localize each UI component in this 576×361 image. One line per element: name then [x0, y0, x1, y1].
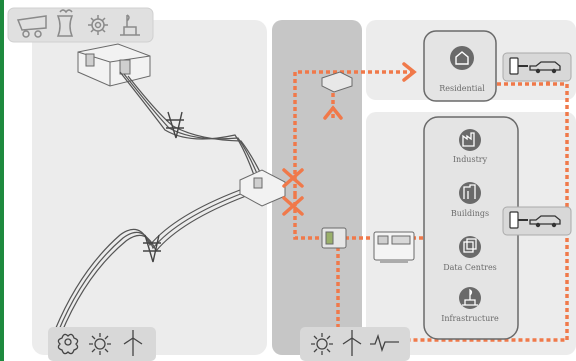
data-centres-label: Data Centres [443, 263, 497, 272]
wind-turbine-icon [123, 330, 143, 356]
sun-icon [311, 333, 333, 355]
car-icon [529, 61, 561, 71]
transmission-lines [54, 71, 262, 335]
gear-icon [88, 15, 108, 35]
renewable-icons-box [48, 327, 156, 361]
monitor-device [373, 231, 415, 263]
ev-charger-commercial [502, 206, 572, 236]
ev-charger-residential [502, 52, 572, 82]
residential-label: Residential [439, 84, 485, 93]
generation-icons-box [7, 7, 154, 43]
distributed-icons-box [300, 327, 410, 361]
buildings-label: Buildings [450, 209, 490, 218]
breaker-cross [282, 168, 304, 216]
platform-icon [459, 287, 481, 309]
infrastructure-label: Infrastructure [441, 314, 499, 323]
cooling-tower-icon [56, 9, 74, 37]
server-icon [459, 236, 481, 258]
ev-charger-icon [509, 57, 519, 75]
accent-bar [0, 0, 4, 361]
power-plant-building [77, 43, 151, 87]
pylon-icon [143, 111, 184, 263]
substation-building [239, 169, 286, 207]
generation-zone [32, 20, 267, 355]
building-icon [459, 182, 481, 204]
sun-icon [89, 333, 111, 355]
switchgear-device [321, 227, 347, 249]
waveform-icon [370, 333, 399, 353]
wind-turbine-icon [342, 330, 362, 356]
house-icon [450, 46, 474, 70]
industry-label: Industry [452, 155, 488, 164]
oil-platform-icon [120, 14, 140, 36]
cannon-icon [16, 15, 47, 38]
flower-icon [57, 333, 79, 355]
meter-device [321, 71, 353, 93]
factory-icon [459, 129, 481, 151]
